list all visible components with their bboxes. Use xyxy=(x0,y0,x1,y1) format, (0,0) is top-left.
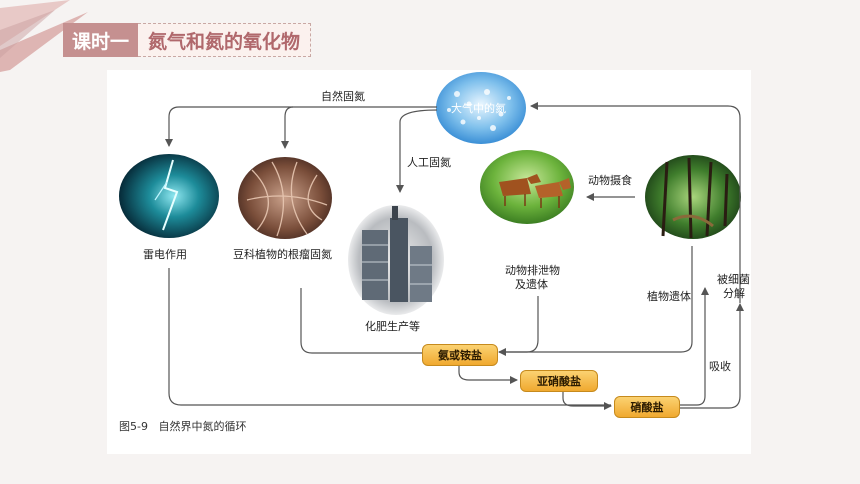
lesson-title-bar: 课时一 氮气和氮的氧化物 xyxy=(63,23,312,57)
label-lightning: 雷电作用 xyxy=(143,248,187,261)
cattle-image xyxy=(480,150,574,224)
label-animal-excreta-2: 及遗体 xyxy=(515,278,548,291)
forest-image xyxy=(645,155,741,239)
box-ammonia: 氨或铵盐 xyxy=(422,344,498,366)
label-animal-feeding: 动物摄食 xyxy=(588,174,632,187)
label-bacteria-2: 分解 xyxy=(723,287,745,300)
caption-number: 图5-9 xyxy=(119,420,148,433)
cycle-diagram xyxy=(119,72,744,410)
label-natural-fixation: 自然固氮 xyxy=(321,90,365,103)
label-artificial-fixation: 人工固氮 xyxy=(407,156,451,169)
lesson-tag: 课时一 xyxy=(63,23,139,57)
label-bacteria-1: 被细菌 xyxy=(717,273,750,286)
atmosphere-image xyxy=(436,72,526,144)
figure-caption: 图5-9 自然界中氮的循环 xyxy=(119,418,246,434)
box-nitrite: 亚硝酸盐 xyxy=(520,370,598,392)
lesson-title: 氮气和氮的氧化物 xyxy=(138,23,312,57)
caption-text: 自然界中氮的循环 xyxy=(158,420,247,433)
label-absorption: 吸收 xyxy=(709,360,731,373)
root-nodule-image xyxy=(238,157,332,239)
label-legume: 豆科植物的根瘤固氮 xyxy=(233,248,332,261)
label-fertilizer: 化肥生产等 xyxy=(365,320,420,333)
label-plant-remains: 植物遗体 xyxy=(647,290,691,303)
box-nitrate: 硝酸盐 xyxy=(614,396,680,418)
cycle-arrows xyxy=(165,102,744,410)
label-animal-excreta-1: 动物排泄物 xyxy=(505,264,560,277)
label-atmosphere: 大气中的氮 xyxy=(451,102,506,115)
lightning-image xyxy=(119,154,219,238)
nitrogen-cycle-figure: 自然固氮 大气中的氮 人工固氮 雷电作用 豆科植物的根瘤固氮 化肥生产等 动物摄… xyxy=(107,70,751,454)
factory-image xyxy=(348,205,444,315)
